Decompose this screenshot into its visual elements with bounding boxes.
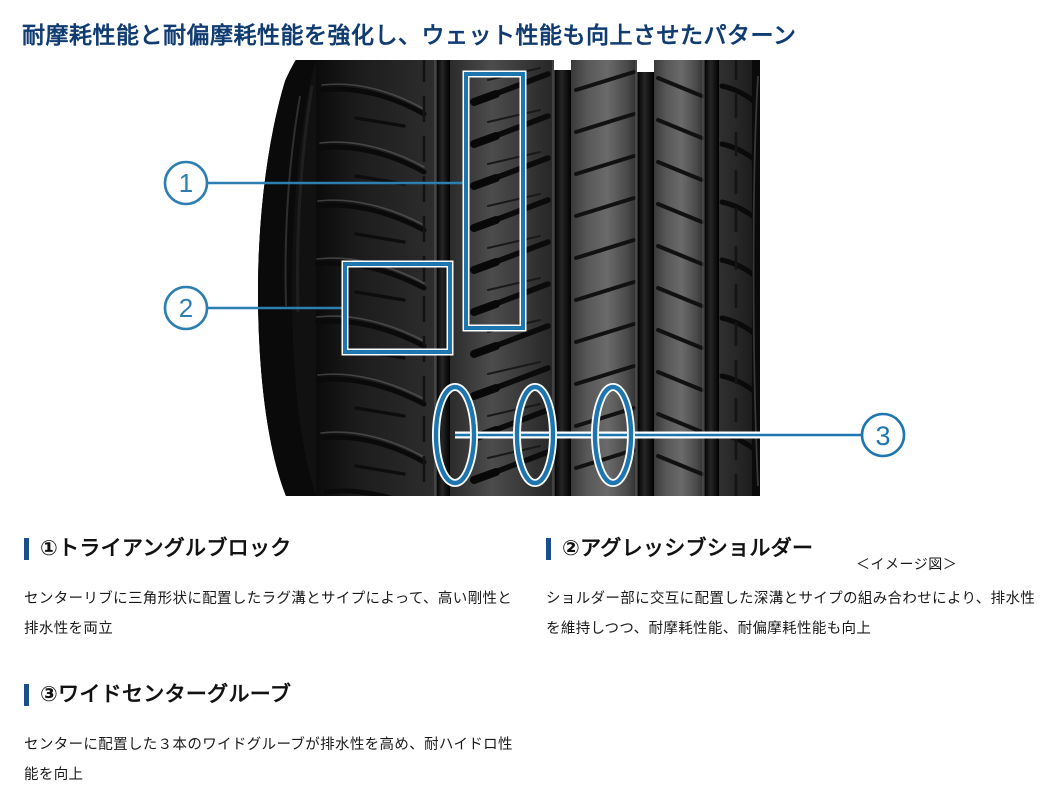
callout-marker-3: 3	[860, 412, 906, 458]
page-title: 耐摩耗性能と耐偏摩耗性能を強化し、ウェット性能も向上させたパターン	[22, 22, 797, 48]
tire-photo	[250, 56, 760, 496]
feature-heading-2: ②アグレッシブショルダー	[546, 536, 1046, 561]
highlight-center-grooves	[432, 383, 635, 487]
feature-heading-1-label: ①トライアングルブロック	[40, 537, 292, 560]
highlight-shoulder	[341, 260, 454, 356]
heading-accent-bar-icon	[546, 537, 551, 560]
feature-heading-3-label: ③ワイドセンターグルーブ	[40, 683, 292, 706]
feature-section-1: ①トライアングルブロック センターリブに三角形状に配置したラグ溝とサイプによって…	[24, 536, 524, 645]
svg-text:3: 3	[875, 421, 890, 451]
heading-accent-bar-icon	[24, 683, 29, 706]
svg-text:1: 1	[179, 168, 193, 198]
feature-heading-3: ③ワイドセンターグルーブ	[24, 682, 524, 707]
feature-body-2: ショルダー部に交互に配置した深溝とサイプの組み合わせにより、排水性を維持しつつ、…	[546, 591, 1036, 637]
feature-section-2: ②アグレッシブショルダー ショルダー部に交互に配置した深溝とサイプの組み合わせに…	[546, 536, 1046, 645]
callout-marker-1: 1	[163, 160, 209, 206]
feature-heading-1: ①トライアングルブロック	[24, 536, 524, 561]
tire-diagram-svg: 1 2	[163, 56, 906, 496]
figure-caption: ＜イメージ図＞	[856, 556, 958, 572]
callout-marker-2: 2	[163, 285, 209, 331]
heading-accent-bar-icon	[24, 537, 29, 560]
svg-text:2: 2	[179, 293, 193, 323]
feature-body-3: センターに配置した３本のワイドグルーブが排水性を高め、耐ハイドロ性能を向上	[24, 737, 513, 783]
feature-heading-2-label: ②アグレッシブショルダー	[562, 537, 814, 560]
feature-body-1: センターリブに三角形状に配置したラグ溝とサイプによって、高い剛性と排水性を両立	[24, 591, 513, 637]
tire-figure: 1 2	[0, 56, 1064, 572]
feature-section-3: ③ワイドセンターグルーブ センターに配置した３本のワイドグルーブが排水性を高め、…	[24, 682, 524, 791]
highlight-center-rib	[462, 70, 527, 332]
